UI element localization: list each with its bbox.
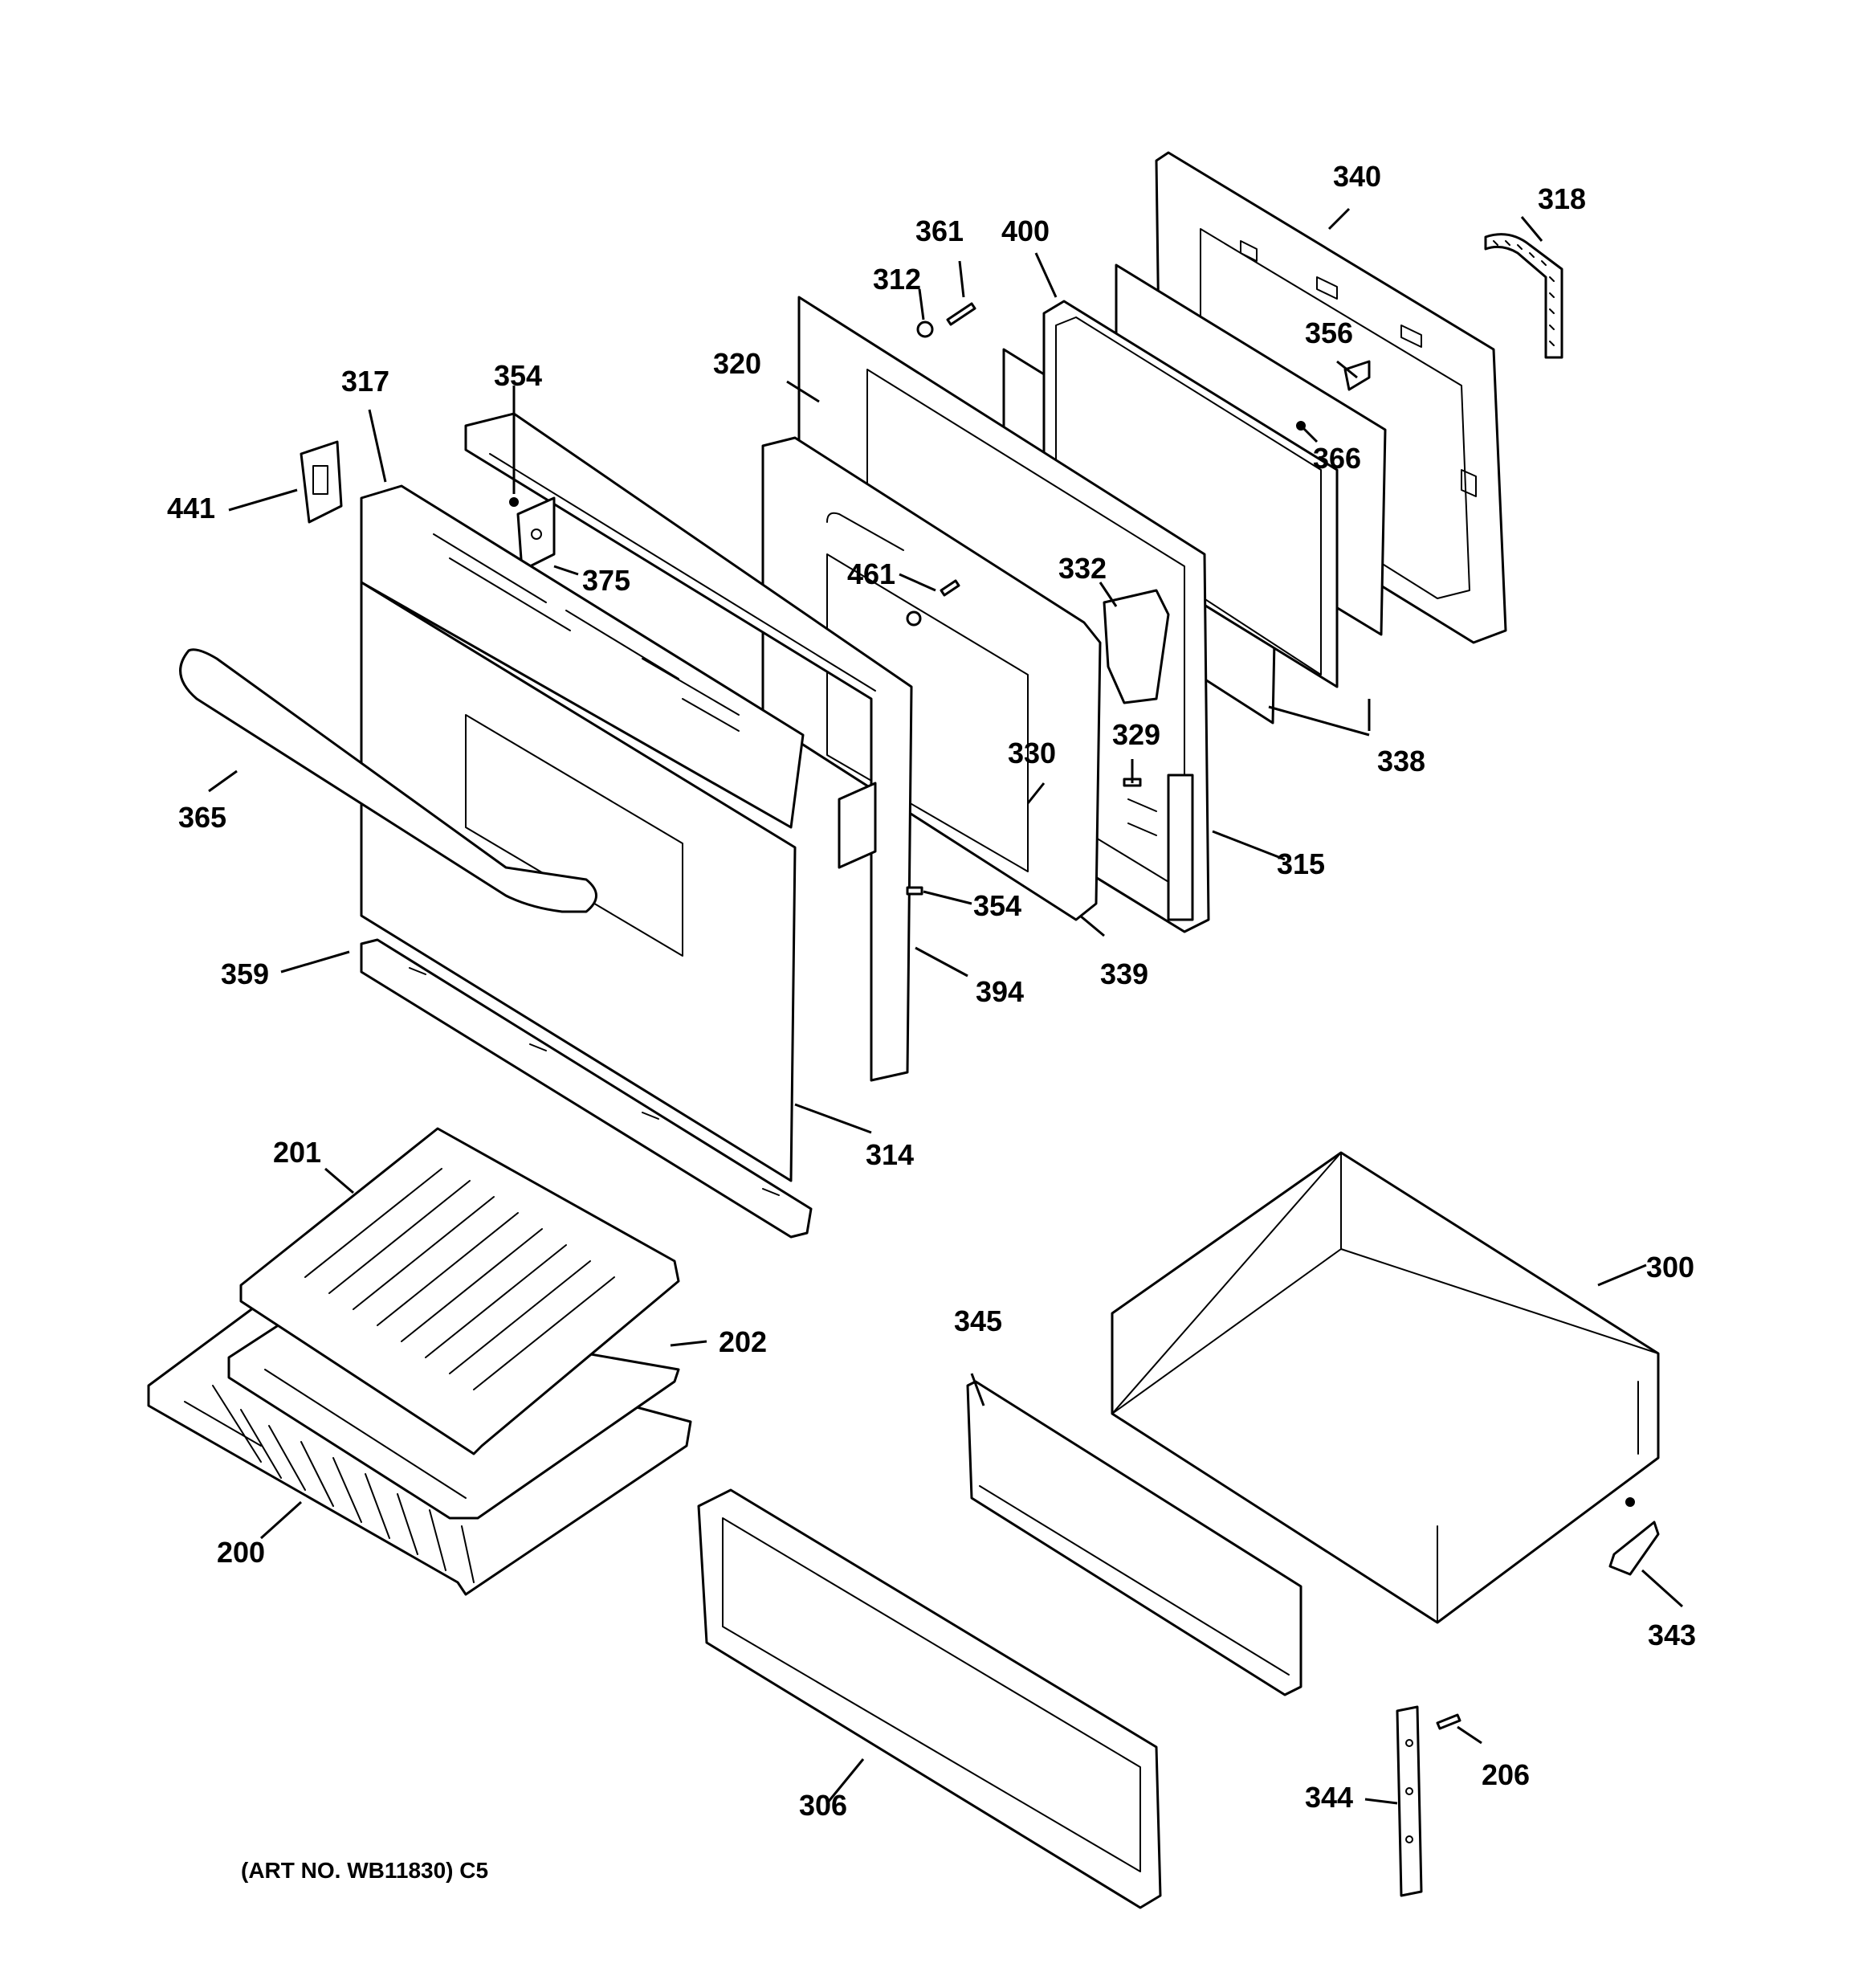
art-number: (ART NO. WB11830) C5 (241, 1858, 488, 1883)
drawer-front-306 (697, 1488, 1162, 1909)
label-202: 202 (719, 1325, 767, 1358)
label-300: 300 (1646, 1251, 1694, 1284)
label-361: 361 (915, 214, 964, 247)
label-375: 375 (582, 564, 630, 597)
door-window-panel-339 (761, 436, 1102, 921)
label-315: 315 (1277, 847, 1325, 880)
label-206: 206 (1482, 1758, 1530, 1791)
label-344: 344 (1305, 1781, 1353, 1814)
insulation-332 (1103, 589, 1170, 704)
label-339: 339 (1100, 957, 1148, 990)
label-338: 338 (1377, 745, 1425, 778)
door-switch-441 (300, 440, 343, 524)
label-359: 359 (221, 957, 269, 990)
label-330: 330 (1008, 737, 1056, 769)
label-200: 200 (217, 1536, 265, 1569)
label-461: 461 (847, 557, 895, 590)
grommet-312 (916, 320, 934, 338)
label-354-upper: 354 (494, 359, 542, 392)
screw-354-lower (906, 886, 923, 896)
label-441: 441 (167, 492, 215, 525)
drawer-stop-343 (1608, 1497, 1660, 1576)
door-handle-365 (179, 648, 597, 913)
screw-206 (1436, 1713, 1461, 1730)
hinge-bracket-375 (516, 496, 556, 572)
screw-461 (906, 579, 960, 627)
label-201: 201 (273, 1136, 321, 1169)
label-314: 314 (866, 1138, 914, 1171)
broiler-grid-201 (239, 1127, 680, 1455)
label-312: 312 (873, 263, 921, 296)
leader-lines (208, 207, 1684, 1805)
drawer-rail-344 (1396, 1705, 1423, 1897)
label-317: 317 (341, 365, 389, 398)
clip-356 (1343, 360, 1371, 391)
door-frame-394 (464, 412, 913, 1082)
vent-trim-317 (360, 484, 805, 829)
label-340: 340 (1333, 160, 1381, 193)
bottom-trim-359 (360, 938, 813, 1239)
screw-354-upper (509, 497, 519, 507)
label-356: 356 (1305, 316, 1353, 349)
label-343: 343 (1648, 1619, 1696, 1651)
part-labels: 340 318 400 361 312 356 320 317 354 366 … (167, 160, 1696, 1883)
door-gasket-318 (1484, 233, 1563, 359)
label-394: 394 (976, 975, 1024, 1008)
drawer-body-300 (1111, 1151, 1660, 1624)
label-306: 306 (799, 1789, 847, 1822)
label-329: 329 (1112, 718, 1160, 751)
label-332: 332 (1058, 552, 1107, 585)
label-400: 400 (1001, 214, 1050, 247)
label-366: 366 (1313, 442, 1361, 475)
label-320: 320 (713, 347, 761, 380)
label-318: 318 (1538, 182, 1586, 215)
screw-361 (946, 302, 976, 326)
label-354-lower: 354 (973, 889, 1021, 922)
label-345: 345 (954, 1304, 1002, 1337)
label-365: 365 (178, 801, 226, 834)
